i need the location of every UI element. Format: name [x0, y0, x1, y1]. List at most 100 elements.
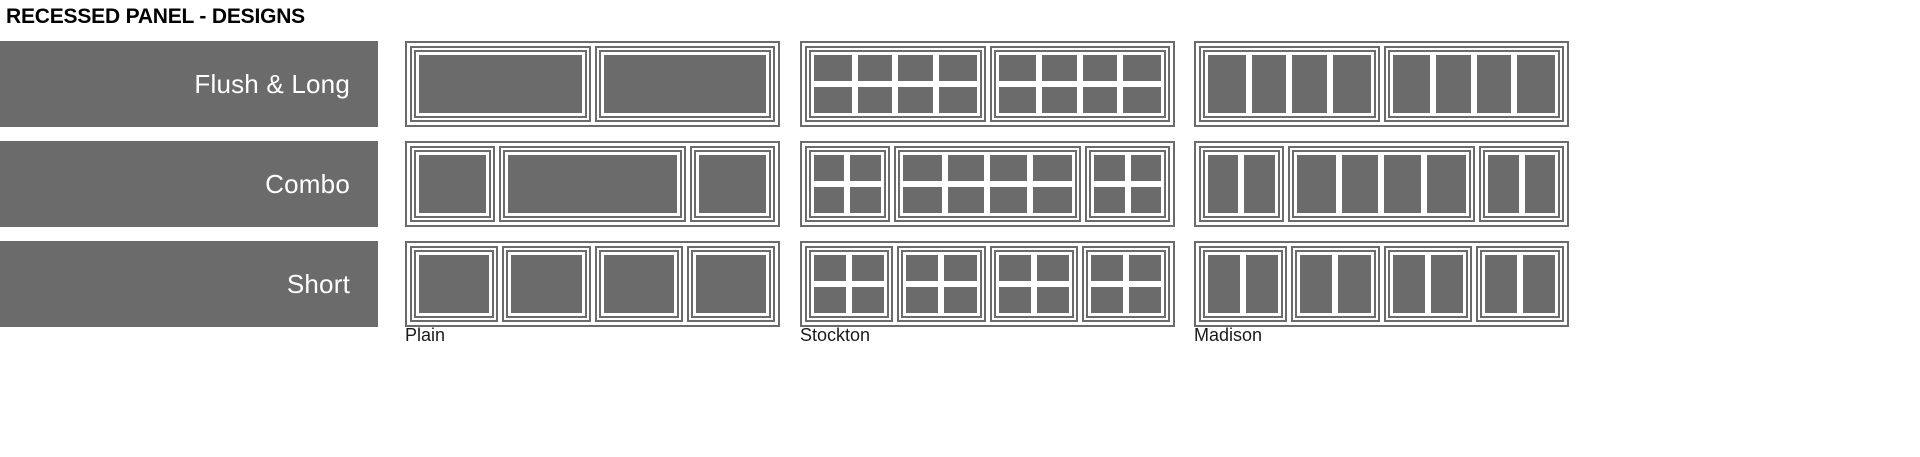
door-stockton-flush-long[interactable]	[800, 41, 1175, 127]
panel-inner-frame	[502, 150, 683, 218]
vertical-mullion	[1245, 55, 1252, 113]
panel-inner-frame	[506, 250, 587, 318]
design-row: Short	[0, 241, 1920, 327]
horizontal-mullion	[906, 281, 977, 287]
door-plain-short[interactable]	[405, 241, 780, 327]
recessed-panel	[1291, 246, 1380, 322]
row-label-bar[interactable]: Short	[0, 241, 378, 327]
vertical-mullion	[1238, 155, 1245, 213]
panel-inner-frame	[1387, 250, 1468, 318]
vertical-mullion	[1516, 255, 1523, 313]
panel-face	[814, 55, 977, 113]
row-label-text: Flush & Long	[194, 68, 350, 99]
panel-face	[419, 55, 582, 113]
panel-inner-frame	[1203, 150, 1280, 218]
panel-face	[1484, 255, 1555, 313]
recessed-panel	[1383, 46, 1564, 122]
recessed-panel	[1383, 246, 1472, 322]
row-label-bar[interactable]: Combo	[0, 141, 378, 227]
panel-face	[1094, 155, 1161, 213]
horizontal-mullion	[814, 281, 885, 287]
recessed-panel	[897, 246, 986, 322]
design-row: Flush & Long	[0, 41, 1920, 127]
panel-inner-frame	[993, 50, 1166, 118]
panel-inner-frame	[414, 50, 587, 118]
vertical-mullion	[1470, 55, 1477, 113]
row-label-text: Combo	[265, 168, 350, 199]
recessed-panel	[690, 146, 775, 222]
door-stockton-combo[interactable]	[800, 141, 1175, 227]
design-name-plain: Plain	[405, 325, 446, 345]
panel-face	[419, 255, 490, 313]
horizontal-mullion	[998, 281, 1069, 287]
panel-inner-frame	[694, 150, 771, 218]
vertical-mullion	[1518, 155, 1525, 213]
panel-inner-frame	[598, 50, 771, 118]
panel-face	[814, 255, 885, 313]
recessed-panel	[594, 46, 775, 122]
recessed-panel	[410, 246, 499, 322]
design-name-row: Plain Stockton Madison	[0, 325, 1920, 365]
horizontal-mullion	[814, 81, 977, 87]
vertical-mullion	[1332, 255, 1339, 313]
panel-inner-frame	[809, 250, 890, 318]
vertical-mullion	[1286, 55, 1293, 113]
door-plain-combo[interactable]	[405, 141, 780, 227]
recessed-panel	[805, 246, 894, 322]
recessed-panel	[1475, 246, 1564, 322]
panel-face	[695, 255, 766, 313]
recessed-panel	[1085, 146, 1170, 222]
panel-inner-frame	[414, 150, 491, 218]
horizontal-mullion	[1094, 181, 1161, 187]
panel-inner-frame	[414, 250, 495, 318]
door-madison-combo[interactable]	[1194, 141, 1569, 227]
horizontal-mullion	[1090, 281, 1161, 287]
panel-inner-frame	[809, 50, 982, 118]
vertical-mullion	[1378, 155, 1385, 213]
panel-face	[998, 255, 1069, 313]
panel-inner-frame	[809, 150, 886, 218]
recessed-panel	[893, 146, 1082, 222]
door-stockton-short[interactable]	[800, 241, 1175, 327]
recessed-panel	[410, 146, 495, 222]
panel-face	[1090, 255, 1161, 313]
recessed-panel	[410, 46, 591, 122]
panel-inner-frame	[1483, 150, 1560, 218]
door-madison-flush-long[interactable]	[1194, 41, 1569, 127]
page-title: RECESSED PANEL - DESIGNS	[6, 5, 305, 28]
recessed-panel	[1199, 246, 1288, 322]
door-plain-flush-long[interactable]	[405, 41, 780, 127]
panel-face	[1208, 155, 1275, 213]
panel-inner-frame	[690, 250, 771, 318]
panel-face	[1208, 255, 1279, 313]
vertical-mullion	[1511, 55, 1518, 113]
vertical-mullion	[1420, 155, 1427, 213]
vertical-mullion	[1240, 255, 1247, 313]
row-label-text: Short	[286, 268, 350, 299]
panel-face	[507, 155, 678, 213]
vertical-mullion	[1326, 55, 1333, 113]
panel-face	[603, 255, 674, 313]
horizontal-mullion	[998, 81, 1161, 87]
horizontal-mullion	[902, 181, 1073, 187]
panel-inner-frame	[598, 250, 679, 318]
panel-inner-frame	[1387, 50, 1560, 118]
panel-face	[902, 155, 1073, 213]
design-name-madison: Madison	[1194, 325, 1263, 345]
design-name-stockton: Stockton	[800, 325, 871, 345]
panel-inner-frame	[1085, 250, 1166, 318]
recessed-panel	[502, 246, 591, 322]
door-madison-short[interactable]	[1194, 241, 1569, 327]
panel-face	[699, 155, 766, 213]
recessed-panel	[805, 46, 986, 122]
design-row: Combo	[0, 141, 1920, 227]
panel-inner-frame	[1203, 250, 1284, 318]
panel-inner-frame	[901, 250, 982, 318]
panel-inner-frame	[1203, 50, 1376, 118]
recessed-panel	[1199, 146, 1284, 222]
row-label-bar[interactable]: Flush & Long	[0, 41, 378, 127]
panel-inner-frame	[1291, 150, 1472, 218]
recessed-panel	[989, 46, 1170, 122]
recessed-panel	[805, 146, 890, 222]
